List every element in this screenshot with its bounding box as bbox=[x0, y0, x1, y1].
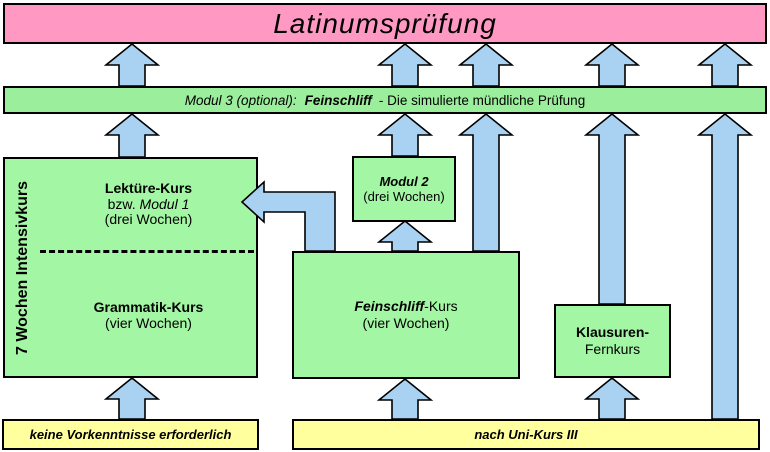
modul2-box: Modul 2 (drei Wochen) bbox=[352, 156, 456, 222]
arrow-modul3-to-pruefung-5 bbox=[696, 42, 754, 87]
feinschliff-title-suffix: -Kurs bbox=[424, 298, 458, 314]
modul3-bar: Modul 3 (optional): Feinschliff - Die si… bbox=[3, 86, 767, 114]
klausuren-line2: Fernkurs bbox=[584, 341, 641, 357]
modul3-label-feinschliff: Feinschliff bbox=[304, 92, 372, 108]
arrow-unikurs-to-feinschliff bbox=[376, 377, 434, 420]
arrow-lektuere-to-modul3 bbox=[103, 112, 161, 158]
klausuren-line1: Klausuren- bbox=[575, 324, 650, 340]
modul2-title: Modul 2 bbox=[379, 174, 429, 189]
klausuren-fernkurs-box: Klausuren- Fernkurs bbox=[554, 304, 671, 378]
arrow-modul3-to-pruefung-4 bbox=[583, 42, 641, 87]
feinschliff-kurs-title: Feinschliff-Kurs bbox=[354, 298, 457, 315]
latinumspruefung-title-box: Latinumsprüfung bbox=[3, 3, 767, 44]
arrow-modul2-to-modul3 bbox=[376, 112, 434, 157]
feinschliff-kurs-duration: (vier Wochen) bbox=[362, 315, 450, 331]
arrow-modul3-to-pruefung-1 bbox=[103, 42, 161, 87]
lektuere-alt-name: Modul 1 bbox=[139, 195, 190, 212]
grammatik-kurs-duration: (vier Wochen) bbox=[105, 314, 192, 331]
arrow-unikurs-to-modul3 bbox=[696, 112, 754, 420]
feinschliff-title-name: Feinschliff bbox=[354, 298, 425, 314]
lektuere-kurs-section: Lektüre-Kurs bzw. Modul 1 (drei Wochen) bbox=[41, 159, 256, 250]
intensivkurs-side-label: 7 Wochen Intensivkurs bbox=[14, 180, 32, 355]
arrow-keinevorkenntnisse-to-grammatik bbox=[103, 376, 161, 420]
entry-box-after-unikurs: nach Uni-Kurs III bbox=[292, 419, 760, 450]
grammatik-kurs-title: Grammatik-Kurs bbox=[93, 298, 204, 315]
arrow-feinschliff-to-modul2 bbox=[376, 219, 434, 252]
arrow-modul3-to-pruefung-3 bbox=[457, 42, 515, 87]
feinschliff-kurs-box: Feinschliff-Kurs (vier Wochen) bbox=[292, 251, 520, 379]
arrow-feinschliff-to-modul3 bbox=[457, 112, 515, 252]
entry-right-label: nach Uni-Kurs III bbox=[474, 427, 578, 442]
lektuere-kurs-alt: bzw. Modul 1 bbox=[107, 195, 190, 213]
arrow-klausuren-to-modul3 bbox=[583, 112, 641, 305]
modul2-duration: (drei Wochen) bbox=[363, 189, 445, 204]
modul3-label-optional: Modul 3 (optional): bbox=[184, 92, 297, 108]
arrow-unikurs-to-klausuren bbox=[583, 376, 641, 420]
page-title: Latinumsprüfung bbox=[273, 7, 497, 39]
grammatik-kurs-section: Grammatik-Kurs (vier Wochen) bbox=[41, 253, 256, 376]
intensivkurs-box: 7 Wochen Intensivkurs Lektüre-Kurs bzw. … bbox=[3, 157, 258, 378]
lektuere-kurs-duration: (drei Wochen) bbox=[104, 211, 193, 228]
lektuere-alt-prefix: bzw. bbox=[107, 195, 140, 212]
modul3-label-description: - Die simulierte mündliche Prüfung bbox=[378, 92, 586, 108]
entry-box-no-prerequisites: keine Vorkenntnisse erforderlich bbox=[2, 419, 259, 450]
course-divider-dashed-line bbox=[40, 250, 254, 253]
arrow-modul3-to-pruefung-2 bbox=[376, 42, 434, 87]
lektuere-kurs-title: Lektüre-Kurs bbox=[104, 180, 193, 197]
intensivkurs-side-label-wrap: 7 Wochen Intensivkurs bbox=[5, 159, 41, 376]
entry-left-label: keine Vorkenntnisse erforderlich bbox=[29, 427, 232, 442]
